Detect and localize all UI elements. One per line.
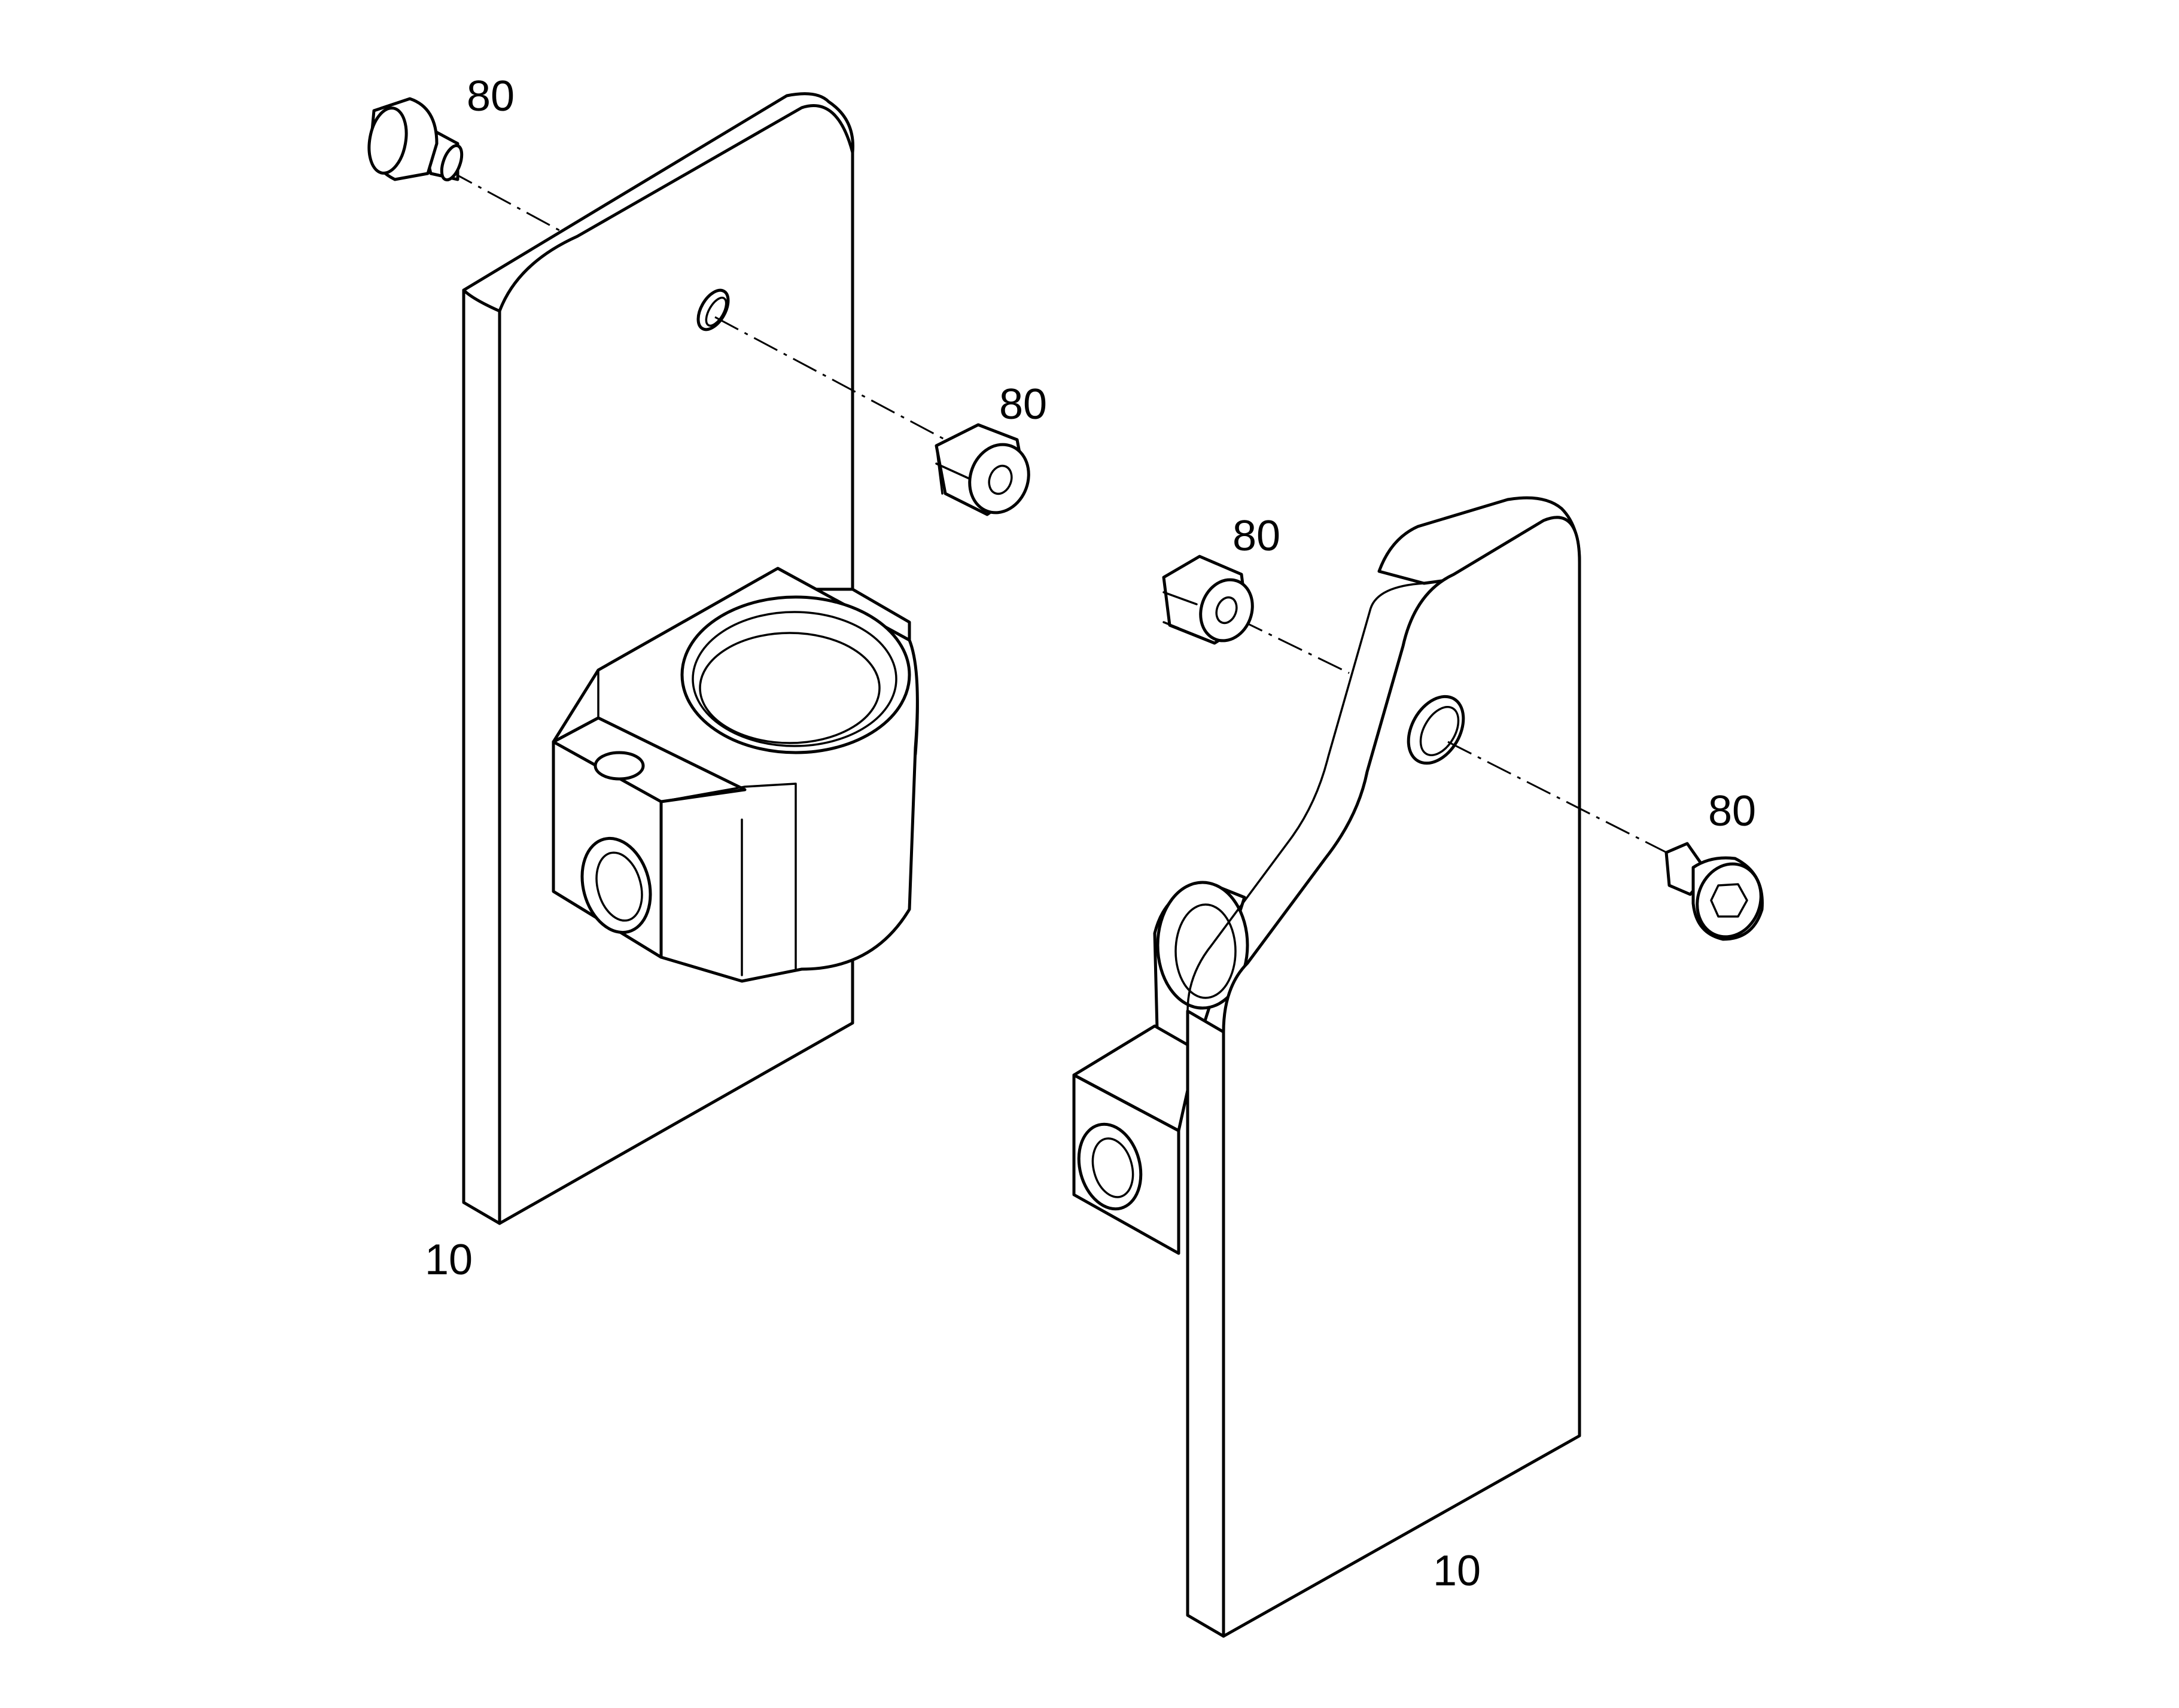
axis-screw-right bbox=[1447, 741, 1697, 869]
axis-spacer-right bbox=[1238, 618, 1350, 674]
bracket-left-plate-hole-inner bbox=[705, 296, 728, 327]
bracket-right-plate-side bbox=[1186, 1009, 1225, 1638]
spacer-left-bore bbox=[988, 464, 1013, 495]
housing-left bbox=[552, 567, 919, 983]
bracket-right-plate-face bbox=[1222, 516, 1581, 1638]
screw-top-left-shank-end bbox=[440, 144, 464, 182]
screw-right-head-face bbox=[1696, 862, 1763, 939]
callout-bracket-left: 10 bbox=[425, 1236, 473, 1284]
spacer-left-end bbox=[968, 443, 1030, 514]
spacer-right-bore bbox=[1215, 596, 1238, 625]
bracket-right bbox=[1186, 496, 1581, 1638]
housing-left-top-hole bbox=[594, 751, 645, 781]
spacer-right bbox=[1162, 555, 1254, 645]
spacer-right-end bbox=[1199, 578, 1254, 643]
housing-right-thread-hole-inner bbox=[1091, 1137, 1134, 1198]
housing-left-collar-edge bbox=[597, 669, 797, 970]
bracket-right-plate-hole-inner bbox=[1419, 705, 1460, 757]
housing-left-bore-ring bbox=[692, 611, 897, 747]
bracket-right-plate-face-edge bbox=[1186, 582, 1425, 1033]
callout-spacer-left: 80 bbox=[999, 380, 1047, 428]
assembly-axes bbox=[448, 169, 1697, 869]
screw-top-left-head-face bbox=[367, 106, 408, 175]
callout-spacer-right: 80 bbox=[1232, 512, 1280, 560]
callout-bracket-right: 10 bbox=[1433, 1547, 1481, 1595]
housing-left-block-top bbox=[552, 716, 747, 803]
housing-right-bore-inner bbox=[1174, 903, 1237, 999]
callout-screw-right: 80 bbox=[1708, 787, 1756, 835]
housing-left-bore-outer bbox=[680, 595, 911, 754]
housing-right bbox=[1072, 881, 1249, 1255]
spacer-left-flat bbox=[935, 444, 970, 495]
screw-right-hex-socket bbox=[1710, 883, 1748, 918]
callout-labels: 80 80 80 80 10 10 bbox=[425, 72, 1756, 1595]
spacer-left bbox=[935, 423, 1030, 516]
housing-left-thread-hole-inner bbox=[595, 851, 643, 922]
screw-top-left bbox=[367, 97, 464, 182]
bracket-left-plate-side bbox=[462, 288, 501, 1225]
callout-screw-top-left: 80 bbox=[467, 72, 515, 120]
screw-right bbox=[1664, 842, 1764, 941]
housing-left-bore-inner bbox=[699, 632, 881, 744]
housing-right-thread-hole bbox=[1077, 1122, 1143, 1211]
spacer-right-flat bbox=[1162, 591, 1198, 629]
axis-screw-top-left bbox=[448, 169, 560, 232]
